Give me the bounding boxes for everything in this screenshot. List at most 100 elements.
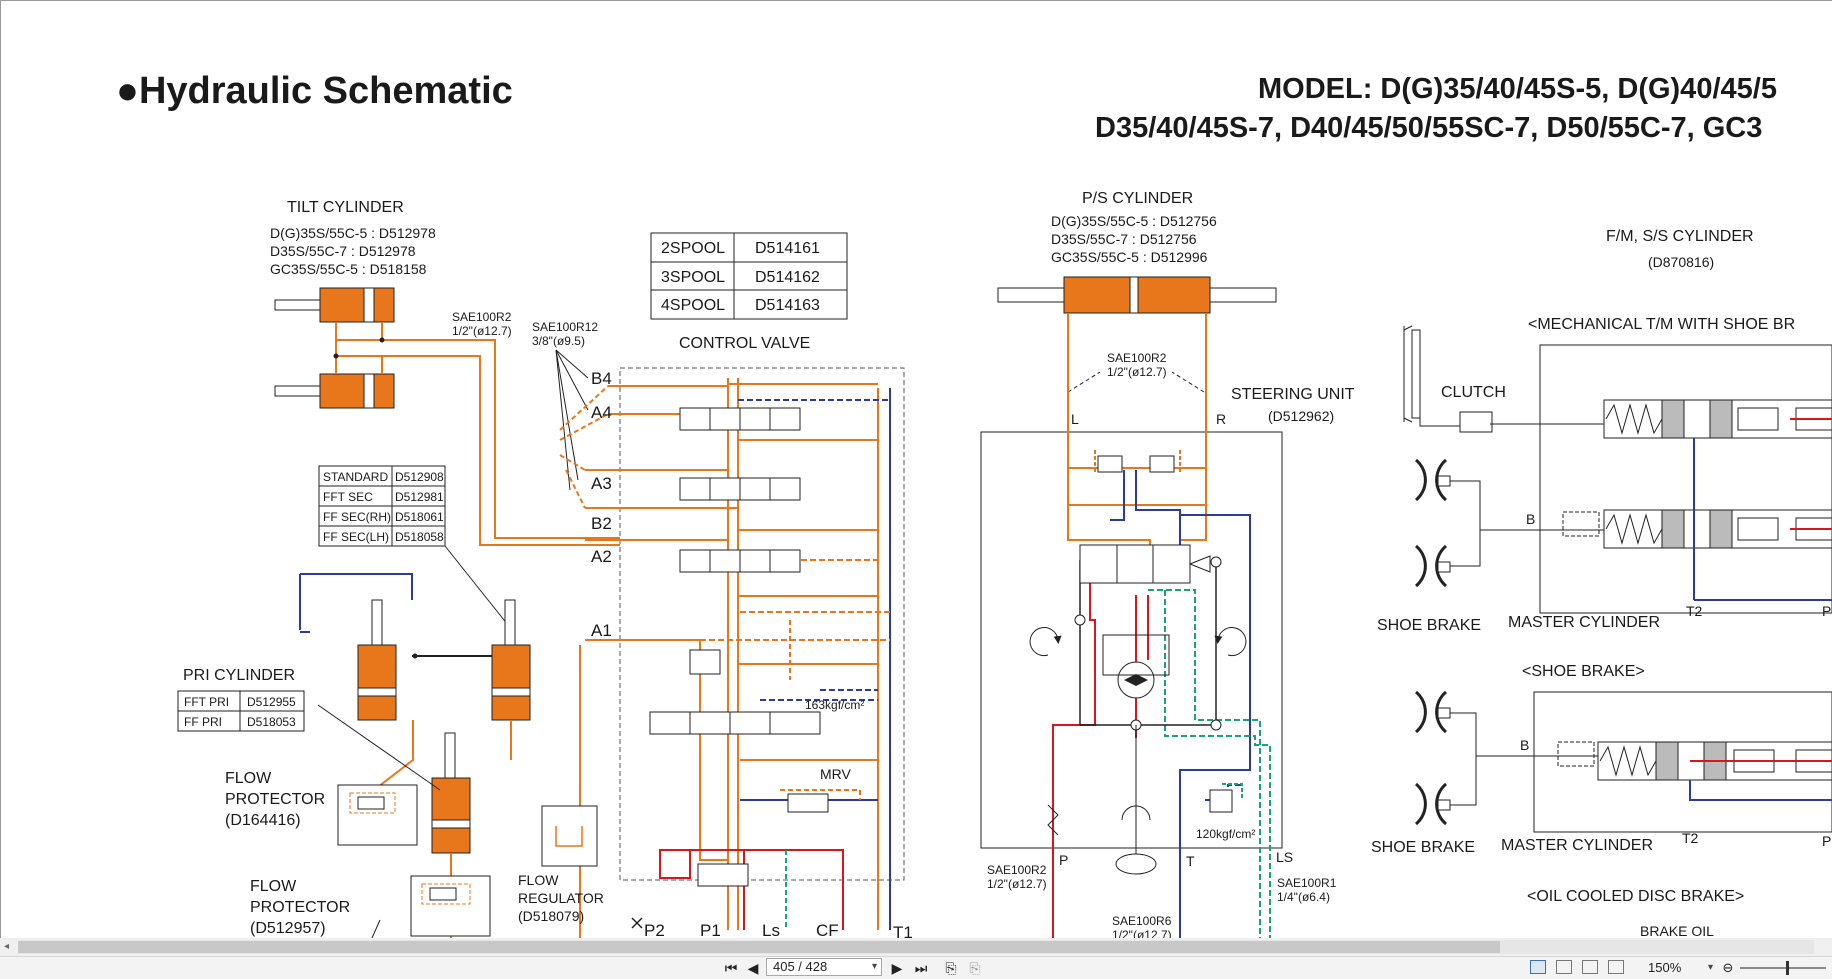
port-p-edge-1: P: [1822, 603, 1831, 619]
flow-protector-1-l3: (D164416): [225, 812, 301, 829]
page-indicator: 405 / 428: [773, 959, 828, 974]
flow-regulator-l3: (D518079): [518, 908, 584, 924]
spool-row-1-code: D514161: [755, 240, 820, 257]
ps-cylinder: [997, 276, 1277, 314]
hose-r6-2: 1/2"(ø12.7): [1112, 928, 1172, 938]
port-p1: P1: [700, 921, 721, 938]
steering-lines: [1052, 313, 1271, 938]
mech-tm-heading: <MECHANICAL T/M WITH SHOE BR: [1528, 316, 1795, 333]
rotate-page-icon[interactable]: ⎘: [945, 960, 957, 976]
flow-protector-1-l2: PROTECTOR: [225, 791, 325, 808]
page-edge-left: [0, 0, 1, 938]
valve-spools: [649, 407, 829, 887]
master-cylinder-label-1: MASTER CYLINDER: [1508, 614, 1660, 631]
steering-unit-l2: (D512962): [1268, 408, 1334, 424]
document-viewport: ●Hydraulic Schematic MODEL: D(G)35/40/45…: [0, 0, 1832, 938]
shoe-brake-upper: [1414, 458, 1604, 588]
tilt-cylinder-upper: [274, 287, 395, 323]
horizontal-scrollbar[interactable]: ◂: [0, 938, 1832, 956]
pressure-163: 163kgf/cm²: [805, 698, 864, 712]
steer-port-p: P: [1059, 852, 1068, 868]
spool-table: 2SPOOL D514161 3SPOOL D514162 4SPOOL D51…: [650, 232, 848, 320]
hose-r6-1: SAE100R6: [1112, 914, 1172, 928]
port-p-edge-2: P: [1822, 833, 1831, 849]
zoom-slider-handle[interactable]: [1786, 961, 1789, 975]
two-page-view-icon[interactable]: [1582, 960, 1598, 974]
lift-row-3-name: FF SEC(RH): [323, 510, 391, 524]
master-cylinder-upper: [1490, 399, 1832, 439]
lift-cylinder-table: STANDARD D512908 FFT SEC D512981 FF SEC(…: [318, 465, 446, 547]
ps-line-3: GC35S/55C-5 : D512996: [1051, 249, 1208, 265]
shoe-brake-label-2: SHOE BRAKE: [1371, 839, 1475, 856]
flow-protector-2-l1: FLOW: [250, 878, 297, 895]
port-l: L: [1071, 411, 1079, 427]
pri-row-1-name: FFT PRI: [184, 695, 229, 709]
steering-valve: [1029, 455, 1247, 875]
pri-leader: [317, 704, 441, 791]
port-p2: P2: [644, 921, 665, 938]
ps-line-2: D35S/55C-7 : D512756: [1051, 231, 1197, 247]
master-cylinder-middle: [1562, 438, 1832, 601]
port-a3: A3: [591, 474, 612, 493]
mech-brake-outline: [1539, 344, 1832, 614]
ps-heading: P/S CYLINDER: [1082, 190, 1193, 207]
oil-cooled-heading: <OIL COOLED DISC BRAKE>: [1527, 888, 1744, 905]
port-a1: A1: [591, 621, 612, 640]
zoom-out-icon[interactable]: ⊖: [1722, 960, 1734, 975]
page-edge-top: [0, 0, 1832, 1]
page-number-field[interactable]: 405 / 428 ▾: [766, 958, 882, 976]
zoom-level[interactable]: 150%: [1648, 960, 1682, 975]
viewer-toolbar: ⏮ ◀ 405 / 428 ▾ ▶ ⏭ ⎘ ⎘ 150% ▾ ⊖: [0, 956, 1832, 979]
port-cf: CF: [816, 921, 839, 938]
lift-row-2-name: FFT SEC: [323, 490, 373, 504]
flow-protector-1-symbol: [337, 784, 418, 846]
shoe-brake-heading: <SHOE BRAKE>: [1522, 663, 1645, 680]
zoom-dropdown-icon[interactable]: ▾: [1708, 962, 1714, 973]
last-page-icon[interactable]: ⏭: [914, 960, 928, 976]
spool-row-1-name: 2SPOOL: [661, 240, 725, 257]
steering-unit-outline: [980, 431, 1283, 849]
spool-row-3-code: D514163: [755, 297, 820, 314]
hose-r2-a-2: 1/2"(ø12.7): [452, 324, 512, 338]
tilt-line-1: D(G)35S/55C-5 : D512978: [270, 225, 436, 241]
shoe-brake-label-1: SHOE BRAKE: [1377, 617, 1481, 634]
port-b-1: B: [1526, 511, 1535, 527]
model-line-2: D35/40/45S-7, D40/45/50/55SC-7, D50/55C-…: [1095, 112, 1762, 144]
port-t2-2: T2: [1682, 830, 1699, 846]
master-cylinder-label-2: MASTER CYLINDER: [1501, 837, 1653, 854]
chevron-down-icon[interactable]: ▾: [871, 961, 877, 972]
scrollbar-thumb[interactable]: [18, 941, 1500, 953]
port-b-2: B: [1520, 737, 1529, 753]
flow-regulator-l1: FLOW: [518, 872, 559, 888]
first-page-icon[interactable]: ⏮: [724, 960, 738, 976]
pri-row-1-code: D512955: [247, 695, 296, 709]
hose-r2-b-1: SAE100R2: [1107, 351, 1167, 365]
zoom-slider[interactable]: [1740, 967, 1826, 969]
scroll-left-arrow-icon[interactable]: ◂: [4, 941, 10, 952]
pressure-120: 120kgf/cm²: [1196, 827, 1255, 841]
previous-page-icon[interactable]: ◀: [747, 960, 759, 976]
port-b4: B4: [591, 369, 612, 388]
next-page-icon[interactable]: ▶: [891, 960, 903, 976]
port-t2-1: T2: [1686, 603, 1703, 619]
clutch-symbol: [1403, 325, 1493, 433]
flow-protector-2-symbol: [410, 875, 491, 937]
hose-r2-c-1: SAE100R2: [987, 863, 1047, 877]
port-r: R: [1216, 411, 1226, 427]
steering-unit-l1: STEERING UNIT: [1231, 386, 1355, 403]
tilt-cylinder-lower: [274, 373, 395, 409]
fm-cylinder-code: (D870816): [1648, 254, 1714, 270]
steer-port-t: T: [1186, 853, 1195, 869]
copy-page-icon[interactable]: ⎘: [969, 960, 981, 976]
lift-row-3-code: D518061: [395, 510, 444, 524]
flow-regulator-l2: REGULATOR: [518, 890, 604, 906]
single-page-view-icon[interactable]: [1530, 960, 1546, 974]
lift-cylinders: [299, 573, 531, 938]
continuous-view-icon[interactable]: [1556, 960, 1572, 974]
diagram-title: ●Hydraulic Schematic: [116, 70, 513, 112]
spool-row-2-name: 3SPOOL: [661, 269, 725, 286]
two-page-continuous-view-icon[interactable]: [1608, 960, 1624, 974]
pri-row-2-code: D518053: [247, 715, 296, 729]
hose-r12-2: 3/8"(ø9.5): [532, 334, 585, 348]
tilt-line-3: GC35S/55C-5 : D518158: [270, 261, 427, 277]
